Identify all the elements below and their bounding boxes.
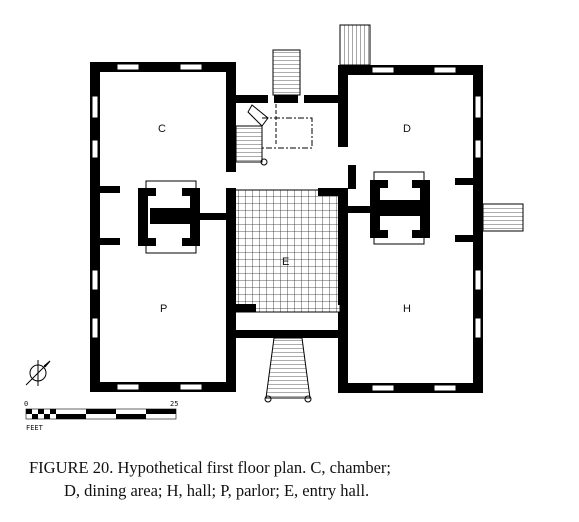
scale-bar — [25, 408, 177, 420]
left-block-walls — [90, 62, 236, 392]
chimney-right — [370, 171, 430, 245]
partition-walls — [100, 165, 473, 245]
side-steps — [482, 203, 524, 232]
room-label-dining: D — [403, 123, 411, 135]
room-label-hall: H — [403, 303, 411, 315]
chimney-left — [138, 180, 200, 254]
scale-unit-label: FEET — [26, 424, 44, 432]
interior-stair — [235, 95, 313, 166]
entry-hall-wall-left — [226, 188, 236, 312]
north-arrow-icon — [25, 360, 51, 386]
entry-hall-floor — [233, 189, 341, 313]
floor-plan: C D E P H 0 25 FEET — [24, 24, 524, 432]
room-label-chamber: C — [158, 123, 166, 135]
caption-line-1: FIGURE 20. Hypothetical first floor plan… — [29, 458, 392, 477]
room-label-parlor: P — [160, 303, 167, 315]
caption-line-2: D, dining area; H, hall; P, parlor; E, e… — [64, 481, 370, 500]
room-label-entry: E — [282, 256, 289, 268]
front-steps — [264, 337, 312, 403]
entry-hall-wall-right — [338, 188, 348, 305]
rear-steps — [272, 49, 301, 96]
upper-right-steps — [339, 24, 371, 66]
scale-end-label: 25 — [170, 400, 178, 408]
center-walls — [236, 95, 338, 338]
right-block-walls — [338, 65, 483, 393]
right-block-windows — [371, 66, 482, 392]
scale-start-label: 0 — [24, 400, 28, 408]
left-block-windows — [91, 63, 203, 391]
